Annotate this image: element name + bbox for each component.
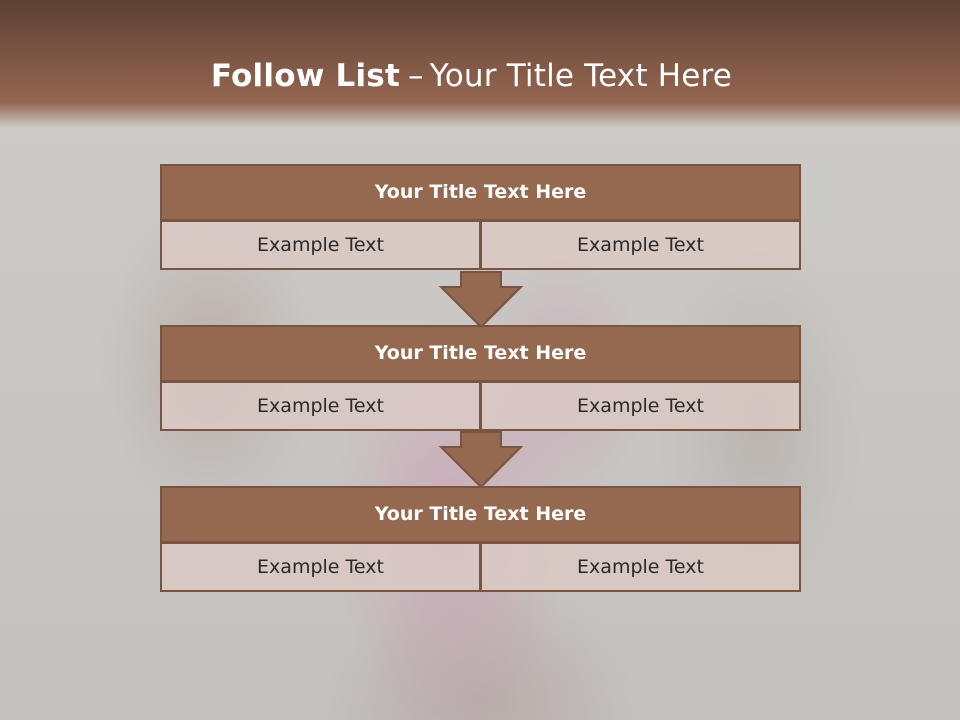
block-cell-left: Example Text xyxy=(160,381,481,431)
block-row: Example Text Example Text xyxy=(160,542,801,592)
header-band xyxy=(0,0,960,128)
page-title-rest: Your Title Text Here xyxy=(429,58,733,94)
block-cell-left: Example Text xyxy=(160,220,481,270)
down-arrow-icon xyxy=(439,431,523,489)
block-row: Example Text Example Text xyxy=(160,220,801,270)
block-cell-right: Example Text xyxy=(480,220,801,270)
down-arrow-icon xyxy=(439,271,523,329)
page-title: Follow List–Your Title Text Here xyxy=(0,54,943,98)
block-cell-right: Example Text xyxy=(480,381,801,431)
block-cell-right: Example Text xyxy=(480,542,801,592)
page-title-bold: Follow List xyxy=(210,58,400,94)
block-title: Your Title Text Here xyxy=(160,486,801,543)
block-cell-left: Example Text xyxy=(160,542,481,592)
block-row: Example Text Example Text xyxy=(160,381,801,431)
page-title-separator: – xyxy=(407,58,424,94)
block-title: Your Title Text Here xyxy=(160,164,801,221)
list-block-2: Your Title Text Here Example Text Exampl… xyxy=(160,325,801,431)
list-block-1: Your Title Text Here Example Text Exampl… xyxy=(160,164,801,270)
block-title: Your Title Text Here xyxy=(160,325,801,382)
list-block-3: Your Title Text Here Example Text Exampl… xyxy=(160,486,801,592)
